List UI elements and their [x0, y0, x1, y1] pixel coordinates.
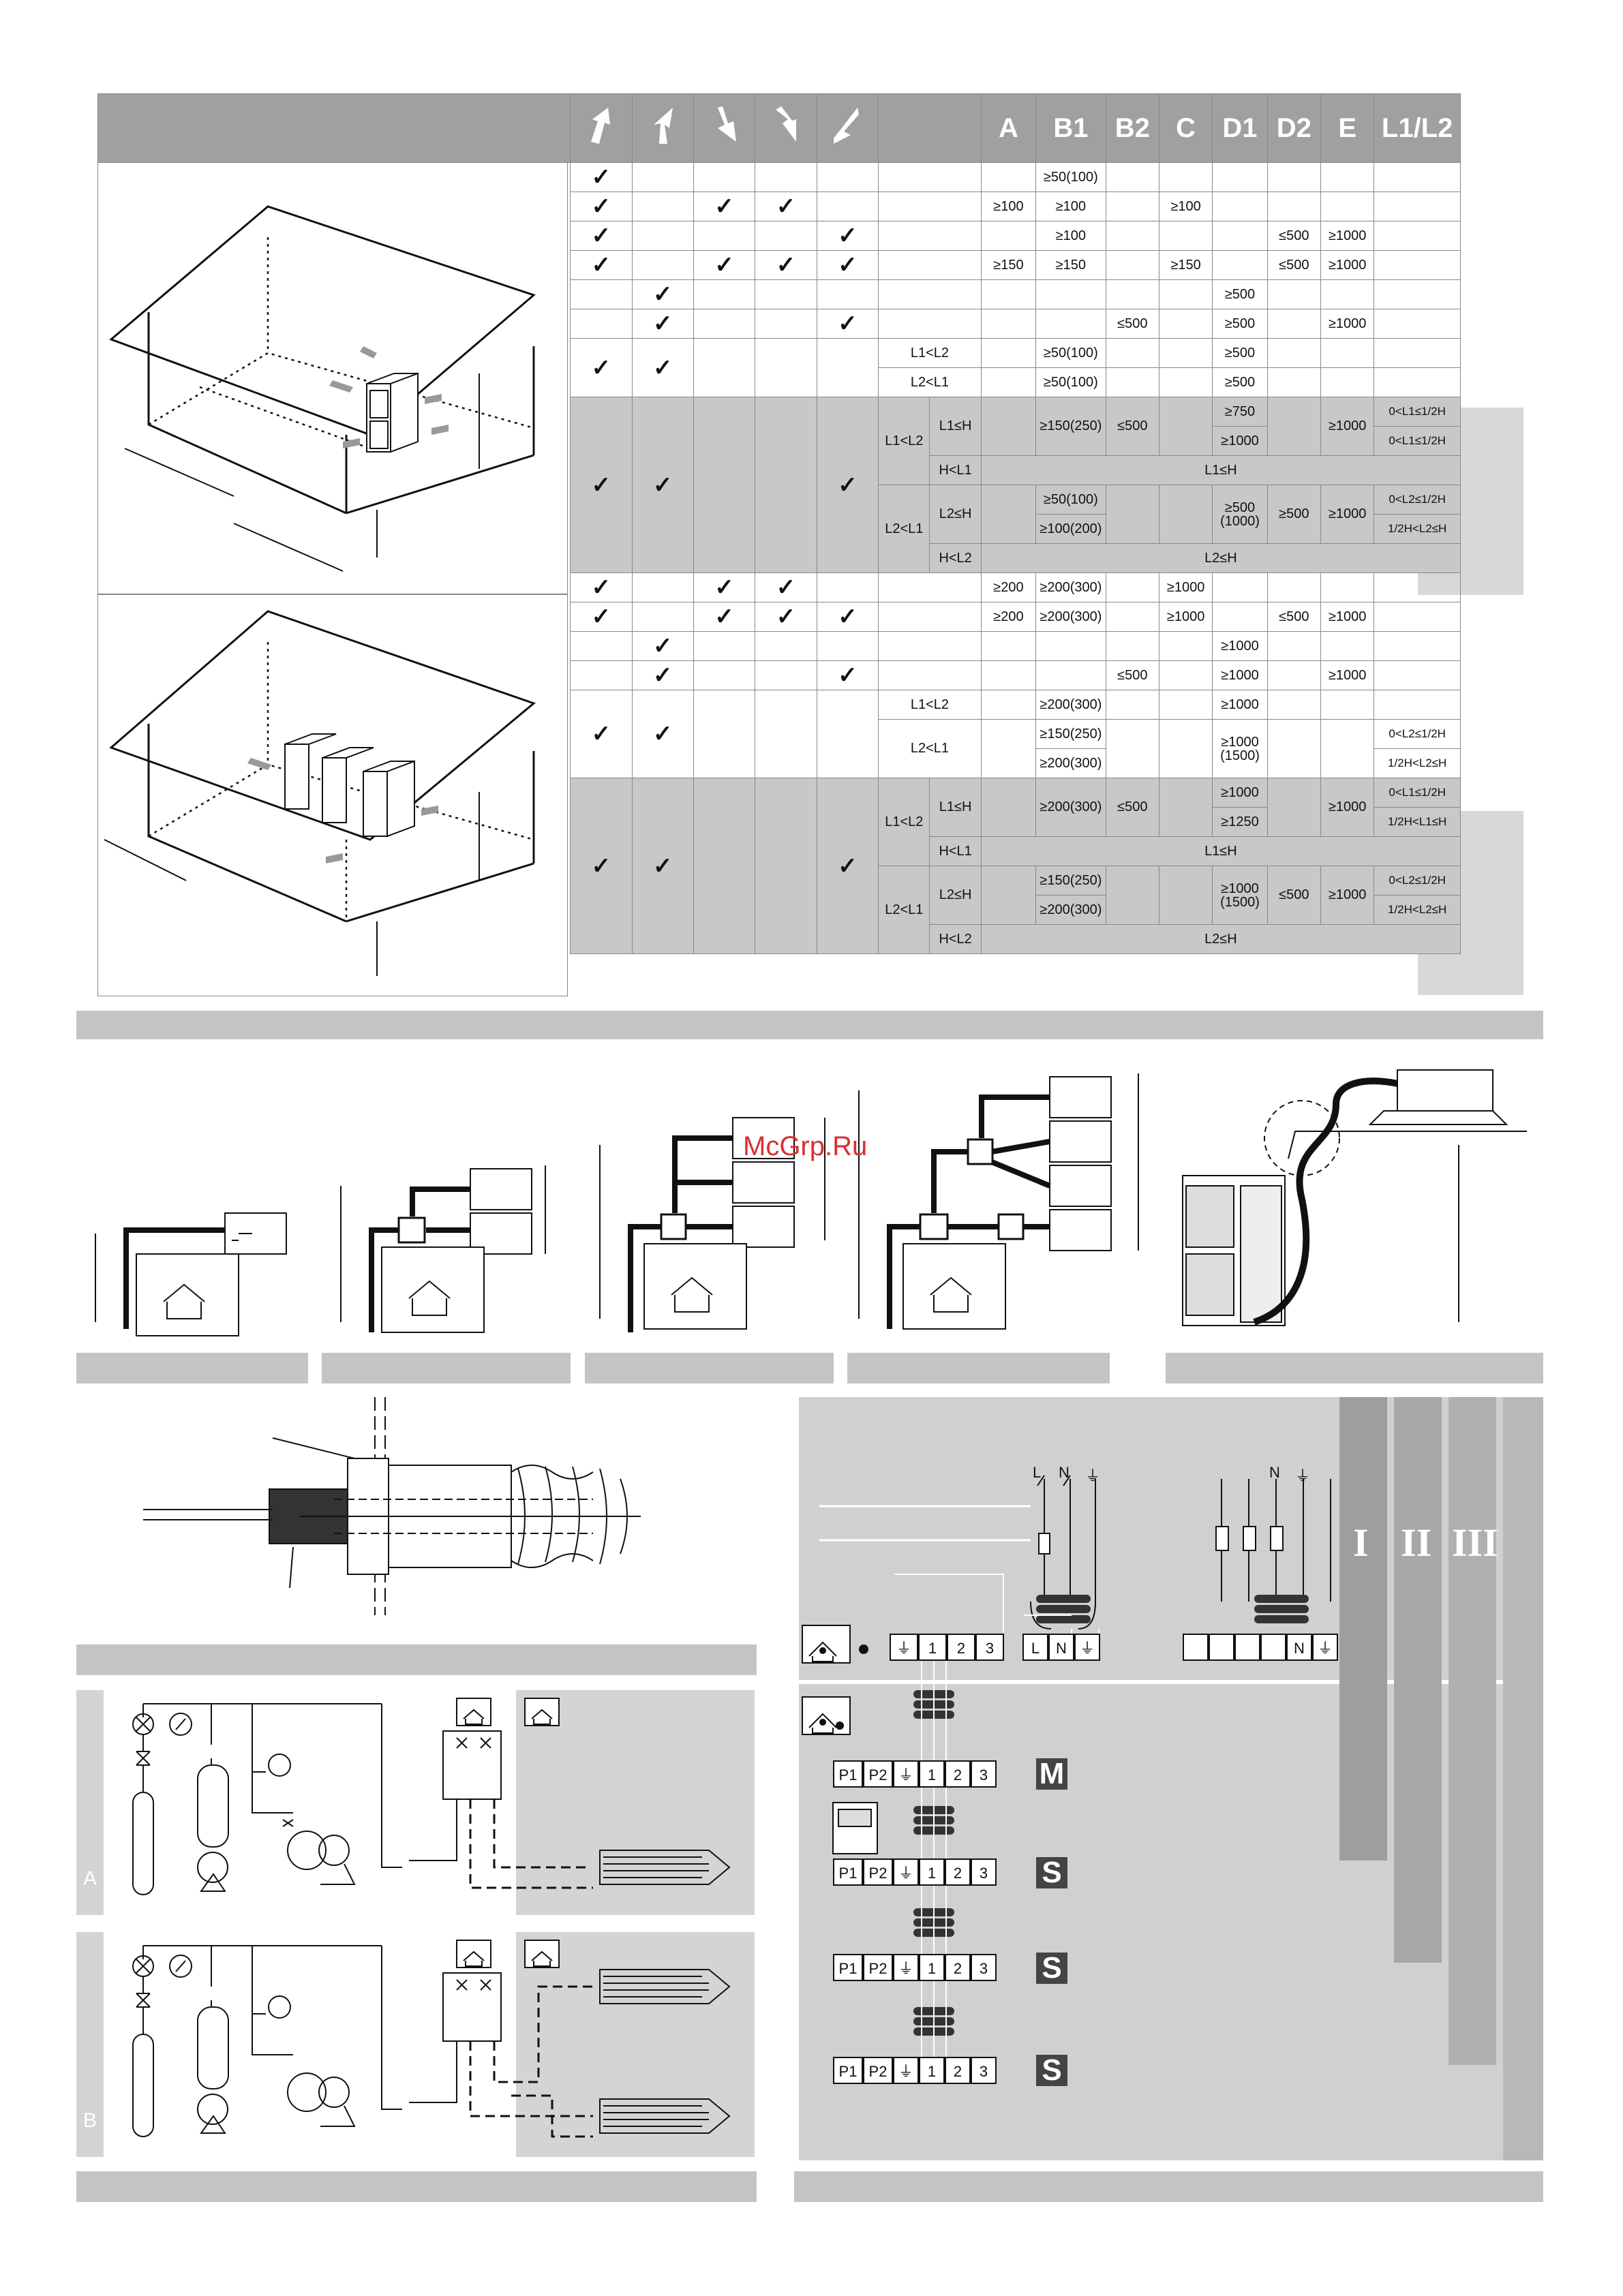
terminal-3ph-n: N: [1286, 1634, 1312, 1661]
flow-arrow-icon-4: [755, 93, 817, 163]
vacuum-diagram-b: [132, 1940, 731, 2138]
header-d2: D2: [1266, 93, 1322, 163]
wiring-diagram: [802, 1475, 1331, 2079]
vacuum-panel-a: [76, 1690, 104, 1915]
wiring-divider: [799, 1680, 1543, 1684]
header-d1: D1: [1212, 93, 1268, 163]
terminal-main-1: 1: [918, 1634, 947, 1661]
terminal-3ph-earth: ⏚: [1312, 1634, 1338, 1661]
power-label-l: L: [1033, 1464, 1042, 1481]
flow-arrow-icon-3: [693, 93, 756, 163]
power-label-n: N: [1059, 1464, 1070, 1481]
terminal-3ph-4: [1260, 1634, 1286, 1661]
vacuum-label-a: A: [83, 1867, 97, 1890]
wiring-column-iii: [1448, 1397, 1496, 2065]
terminal-3ph-2: [1209, 1634, 1234, 1661]
piping-height-diagrams: [95, 1069, 1527, 1336]
section-bar-piping: [76, 1011, 1543, 1039]
flow-arrow-icon-2: [631, 93, 694, 163]
terminal-main-3: 3: [975, 1634, 1004, 1661]
power-label-n-3ph: N: [1269, 1464, 1280, 1481]
clearance-spec-table: A B1 B2 C D1 D2 E L1/L2 ✓ ≥50(100) ✓✓✓ ≥…: [97, 93, 1461, 954]
section-bar-wiring: [794, 2171, 1543, 2202]
crossed-h-lt-l2: H<L2: [929, 543, 982, 573]
vacuum-diagram-a: [132, 1698, 731, 1895]
section-bar-vacuum: [76, 2171, 757, 2202]
crossed-h-lt-l1: H<L1: [929, 455, 982, 485]
pipe-insulation-diagram: [143, 1397, 641, 1615]
wiring-column-iv: [1503, 1397, 1543, 2160]
unit-badge-s2: S: [1036, 1953, 1067, 1984]
caption-bar-2: [322, 1353, 571, 1383]
terminal-main-l: L: [1022, 1634, 1048, 1661]
power-label-earth: ⏚: [1085, 1467, 1101, 1484]
diagram-panel-upper: [97, 162, 568, 594]
section-bar-insulation: [76, 1644, 757, 1675]
clearance-diagram-multi-unit: [104, 610, 536, 976]
header-empty: [97, 93, 571, 163]
header-e: E: [1320, 93, 1375, 163]
wiring-column-i: [1339, 1397, 1387, 1861]
terminal-main-earth: ⏚: [890, 1634, 918, 1661]
unit-badge-s3: S: [1036, 2055, 1067, 2086]
caption-bar-3: [585, 1353, 834, 1383]
header-b1: B1: [1035, 93, 1106, 163]
terminal-3ph-1: [1183, 1634, 1209, 1661]
terminal-main-2: 2: [947, 1634, 975, 1661]
terminal-3ph-3: [1234, 1634, 1260, 1661]
crossed-h-lt-l2-lower: H<L2: [929, 924, 982, 954]
vacuum-label-b: B: [83, 2109, 97, 2132]
crossed-h-lt-l1-lower: H<L1: [929, 836, 982, 866]
header-c: C: [1158, 93, 1213, 163]
caption-bar-5: [1166, 1353, 1543, 1383]
power-label-earth-3ph: ⏚: [1295, 1467, 1311, 1484]
flow-arrow-icon-1: [570, 93, 633, 163]
header-a: A: [980, 93, 1037, 163]
wiring-column-ii: [1394, 1397, 1442, 1963]
caption-bar-4: [847, 1353, 1110, 1383]
header-condition: [878, 93, 982, 163]
header-b2: B2: [1105, 93, 1159, 163]
unit-badge-m: M: [1036, 1758, 1067, 1790]
clearance-diagram-single-unit: [109, 205, 536, 572]
unit-badge-s1: S: [1036, 1857, 1067, 1888]
roman-ii: II: [1401, 1520, 1432, 1565]
roman-i: I: [1353, 1520, 1369, 1565]
vacuum-panel-b: [76, 1932, 104, 2157]
watermark: McGrp.Ru: [743, 1131, 868, 1161]
diagram-panel-lower: [97, 594, 568, 996]
roman-iii: III: [1452, 1520, 1498, 1565]
flow-arrow-icon-5: [816, 93, 879, 163]
terminal-main-n: N: [1048, 1634, 1074, 1661]
caption-bar-1: [76, 1353, 308, 1383]
terminal-main-earth2: ⏚: [1074, 1634, 1100, 1661]
header-l1l2: L1/L2: [1374, 93, 1461, 163]
